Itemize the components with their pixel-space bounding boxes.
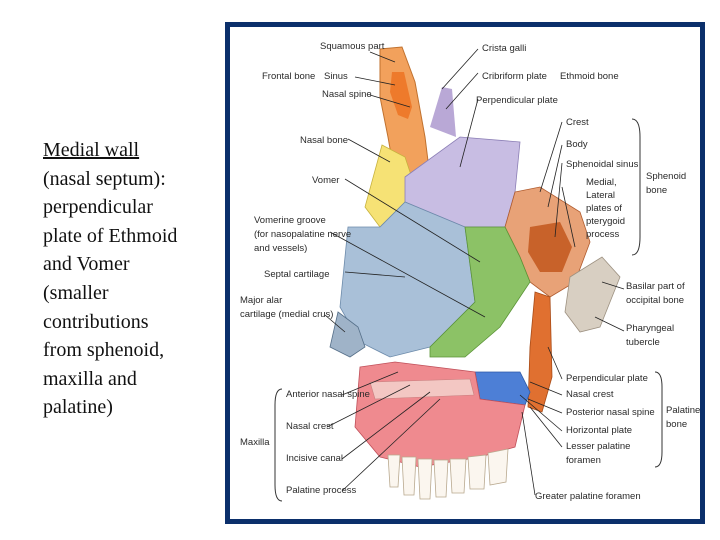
label-cribriform-plate: Cribriform plate: [482, 71, 547, 82]
vomer-shape: [429, 226, 531, 358]
label-anterior-nasal-spine: Anterior nasal spine: [286, 389, 370, 400]
label-crista-galli: Crista galli: [482, 43, 526, 54]
label-nasal-bone: Nasal bone: [300, 135, 348, 146]
label-body: Body: [566, 139, 588, 150]
tooth: [487, 448, 509, 486]
major-alar-cartilage-shape: [329, 311, 366, 358]
teeth-row: [387, 448, 509, 500]
slide-body-line: (nasal septum):: [43, 167, 166, 190]
label-perpendicular-plate-palatine: Perpendicular plate: [566, 373, 648, 384]
slide-body-line: and Vomer: [43, 253, 130, 276]
label-frontal-bone: Frontal bone: [262, 71, 315, 82]
tooth: [387, 454, 401, 488]
label-nasal-spine: Nasal spine: [322, 89, 372, 100]
palatine-brace: [654, 371, 663, 468]
label-sphenoid-bone: bone: [646, 185, 667, 196]
tooth: [467, 454, 487, 490]
label-sinus: Sinus: [324, 71, 348, 82]
slide-body-line: maxilla and: [43, 367, 137, 390]
label-palatine-bone: Palatine: [666, 405, 700, 416]
label-medial-lateral: Lateral: [586, 190, 615, 201]
label-nasal-crest-palatine: Nasal crest: [566, 389, 614, 400]
label-maxilla: Maxilla: [240, 437, 270, 448]
frontal-sinus-shape: [390, 72, 412, 119]
tooth: [417, 458, 433, 500]
label-ethmoid-bone: Ethmoid bone: [560, 71, 619, 82]
label-medial-lateral: Medial,: [586, 177, 617, 188]
maxilla-brace: [274, 388, 283, 502]
label-nasal-crest-maxilla: Nasal crest: [286, 421, 334, 432]
label-squamous-part: Squamous part: [320, 41, 385, 52]
label-basilar-part: Basilar part of: [626, 281, 685, 292]
tooth: [401, 456, 417, 496]
slide-body-line: plate of Ethmoid: [43, 224, 178, 247]
label-medial-lateral: plates of: [586, 203, 622, 214]
label-incisive-canal: Incisive canal: [286, 453, 343, 464]
slide-body-line: palatine): [43, 396, 113, 419]
label-medial-lateral: process: [586, 229, 620, 240]
label-palatine-process: Palatine process: [286, 485, 356, 496]
nasal-septum-illustration: Squamous part Frontal bone Sinus Nasal s…: [240, 41, 700, 502]
sphenoidal-sinus-shape: [528, 222, 572, 272]
tooth: [449, 458, 467, 494]
palatine-process-shape: [369, 378, 475, 400]
occipital-bone-shape: [564, 256, 621, 333]
label-sphenoid-bone: Sphenoid: [646, 171, 686, 182]
label-horizontal-plate: Horizontal plate: [566, 425, 632, 436]
sphenoid-brace: [631, 118, 641, 256]
label-pharyngeal-tubercle: Pharyngeal: [626, 323, 674, 334]
label-medial-lateral: pterygoid: [586, 216, 625, 227]
label-vomerine-groove: and vessels): [254, 243, 307, 254]
label-vomerine-groove: Vomerine groove: [254, 215, 326, 226]
label-lesser-palatine-foramen: Lesser palatine: [566, 441, 630, 452]
label-septal-cartilage: Septal cartilage: [264, 269, 329, 280]
label-perpendicular-plate-ethmoid: Perpendicular plate: [476, 95, 558, 106]
label-posterior-nasal-spine: Posterior nasal spine: [566, 407, 655, 418]
label-lesser-palatine-foramen: foramen: [566, 455, 601, 466]
crista-galli-shape: [430, 87, 456, 137]
slide-body-line: (smaller: [43, 281, 109, 304]
label-sphenoidal-sinus: Sphenoidal sinus: [566, 159, 639, 170]
leader-lines: [324, 48, 625, 496]
label-vomerine-groove: (for nasopalatine nerve: [254, 229, 351, 240]
slide-text-block: Medial wall (nasal septum): perpendicula…: [43, 136, 218, 422]
label-basilar-part: occipital bone: [626, 295, 684, 306]
slide-body-line: from sphenoid,: [43, 339, 165, 362]
slide-heading: Medial wall: [43, 139, 140, 161]
tooth: [433, 459, 449, 498]
slide-body-line: contributions: [43, 310, 149, 333]
label-major-alar: cartilage (medial crus): [240, 309, 333, 320]
label-vomer: Vomer: [312, 175, 339, 186]
label-crest: Crest: [566, 117, 589, 128]
slide-body-line: perpendicular: [43, 196, 153, 219]
label-greater-palatine-foramen: Greater palatine foramen: [535, 491, 641, 502]
label-major-alar: Major alar: [240, 295, 282, 306]
label-palatine-bone: bone: [666, 419, 687, 430]
label-pharyngeal-tubercle: tubercle: [626, 337, 660, 348]
palatine-bone-shape: [527, 291, 553, 413]
nasal-septum-figure: Squamous part Frontal bone Sinus Nasal s…: [225, 22, 705, 524]
